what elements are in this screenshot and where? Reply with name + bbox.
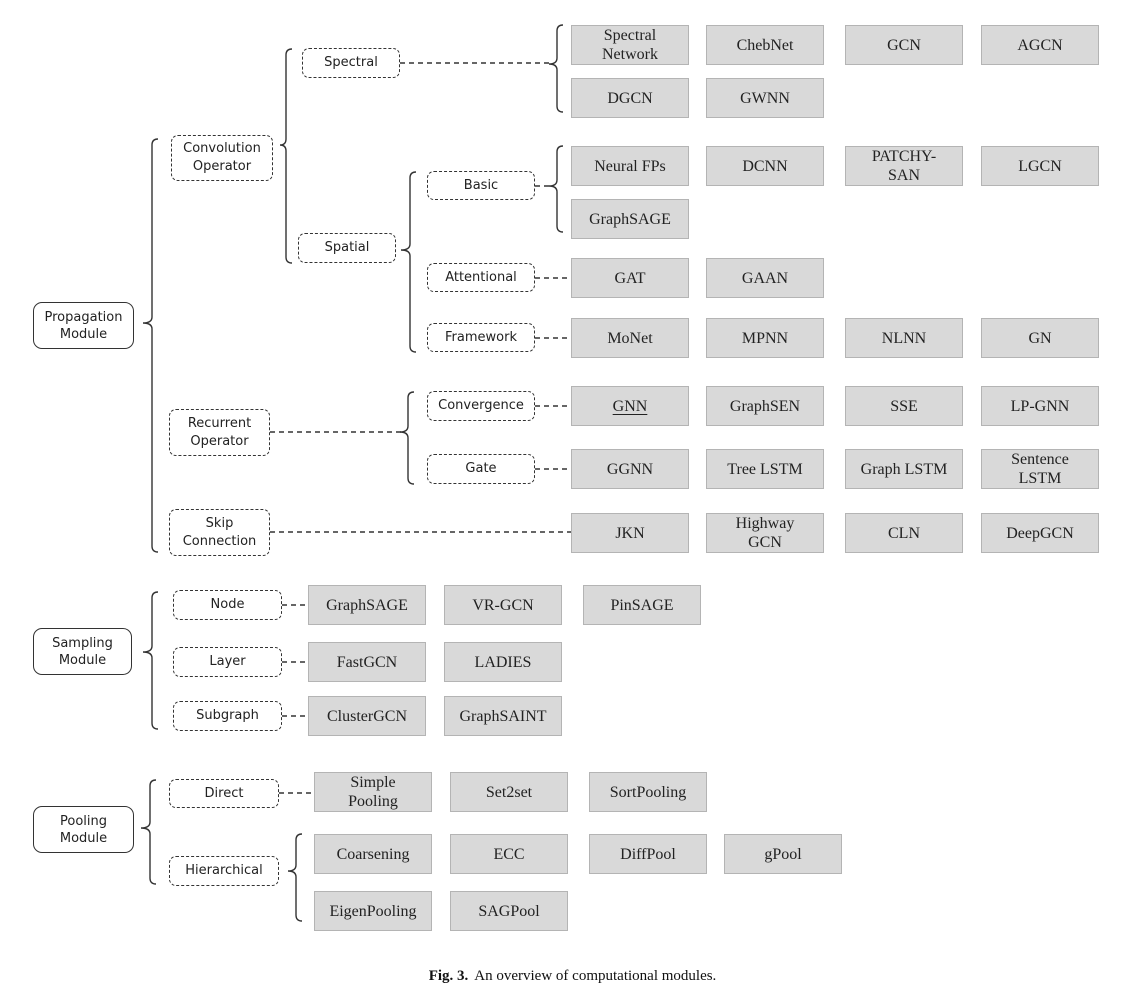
method-graphsaint: GraphSAINT: [444, 696, 562, 736]
brace-convolution: [279, 48, 293, 264]
method-spectral-network: Spectral Network: [571, 25, 689, 65]
method-patchy-san: PATCHY- SAN: [845, 146, 963, 186]
method-mpnn: MPNN: [706, 318, 824, 358]
category-spectral: Spectral: [302, 48, 400, 78]
method-ggnn: GGNN: [571, 449, 689, 489]
category-recurrent-operator: Recurrent Operator: [169, 409, 270, 456]
method-neural-fps: Neural FPs: [571, 146, 689, 186]
method-graph-lstm: Graph LSTM: [845, 449, 963, 489]
method-dcnn: DCNN: [706, 146, 824, 186]
module-pooling: Pooling Module: [33, 806, 134, 853]
category-basic: Basic: [427, 171, 535, 200]
method-graphsage-sampling: GraphSAGE: [308, 585, 426, 625]
method-gat: GAT: [571, 258, 689, 298]
category-gate: Gate: [427, 454, 535, 484]
brace-hierarchical: [287, 833, 303, 922]
method-sse: SSE: [845, 386, 963, 426]
figure-caption: Fig. 3. An overview of computational modu…: [0, 968, 1145, 985]
category-node: Node: [173, 590, 282, 620]
method-coarsening: Coarsening: [314, 834, 432, 874]
brace-spectral: [548, 24, 564, 113]
method-graphsen: GraphSEN: [706, 386, 824, 426]
category-hierarchical: Hierarchical: [169, 856, 279, 886]
category-direct: Direct: [169, 779, 279, 808]
method-deepgcn: DeepGCN: [981, 513, 1099, 553]
method-eigenpooling: EigenPooling: [314, 891, 432, 931]
method-chebnet: ChebNet: [706, 25, 824, 65]
method-gnn: GNN: [571, 386, 689, 426]
caption-text: An overview of computational modules.: [474, 968, 717, 984]
method-lgcn: LGCN: [981, 146, 1099, 186]
category-attentional: Attentional: [427, 263, 535, 292]
method-vr-gcn: VR-GCN: [444, 585, 562, 625]
method-sagpool: SAGPool: [450, 891, 568, 931]
method-diffpool: DiffPool: [589, 834, 707, 874]
method-pinsage: PinSAGE: [583, 585, 701, 625]
method-fastgcn: FastGCN: [308, 642, 426, 682]
method-nlnn: NLNN: [845, 318, 963, 358]
method-graphsage-basic: GraphSAGE: [571, 199, 689, 239]
category-skip-connection: Skip Connection: [169, 509, 270, 556]
method-gpool: gPool: [724, 834, 842, 874]
method-gwnn: GWNN: [706, 78, 824, 118]
method-set2set: Set2set: [450, 772, 568, 812]
category-spatial: Spatial: [298, 233, 396, 263]
method-ladies: LADIES: [444, 642, 562, 682]
method-gaan: GAAN: [706, 258, 824, 298]
brace-sampling: [142, 591, 159, 730]
method-simple-pooling: Simple Pooling: [314, 772, 432, 812]
module-propagation: Propagation Module: [33, 302, 134, 349]
method-monet: MoNet: [571, 318, 689, 358]
brace-spatial: [400, 171, 417, 353]
category-framework: Framework: [427, 323, 535, 352]
brace-pooling: [140, 779, 157, 885]
method-gn: GN: [981, 318, 1099, 358]
method-clustergcn: ClusterGCN: [308, 696, 426, 736]
method-ecc: ECC: [450, 834, 568, 874]
category-layer: Layer: [173, 647, 282, 677]
module-sampling: Sampling Module: [33, 628, 132, 675]
brace-basic: [548, 145, 564, 233]
brace-propagation: [142, 138, 159, 553]
brace-recurrent: [399, 391, 415, 485]
category-convolution-operator: Convolution Operator: [171, 135, 273, 181]
method-gcn: GCN: [845, 25, 963, 65]
method-jkn: JKN: [571, 513, 689, 553]
method-tree-lstm: Tree LSTM: [706, 449, 824, 489]
method-lp-gnn: LP-GNN: [981, 386, 1099, 426]
method-highway-gcn: Highway GCN: [706, 513, 824, 553]
category-subgraph: Subgraph: [173, 701, 282, 731]
caption-label: Fig. 3.: [428, 968, 469, 984]
method-sentence-lstm: Sentence LSTM: [981, 449, 1099, 489]
method-agcn: AGCN: [981, 25, 1099, 65]
method-dgcn: DGCN: [571, 78, 689, 118]
method-sortpooling: SortPooling: [589, 772, 707, 812]
method-cln: CLN: [845, 513, 963, 553]
category-convergence: Convergence: [427, 391, 535, 421]
